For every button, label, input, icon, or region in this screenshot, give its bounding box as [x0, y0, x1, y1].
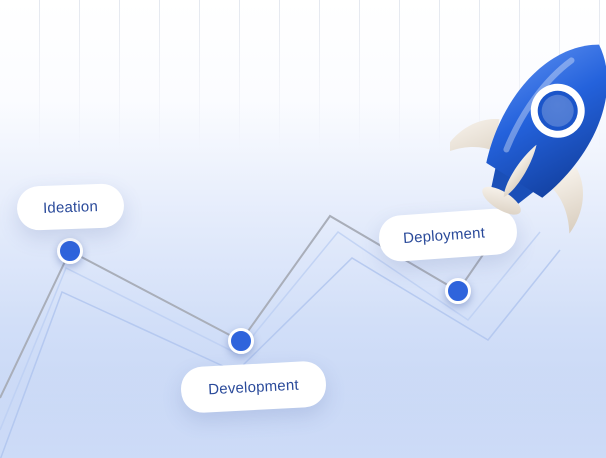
milestone-node-development: [228, 328, 254, 354]
milestone-node-ideation: [57, 238, 83, 264]
milestone-label-ideation: Ideation: [16, 183, 125, 231]
milestone-label-development: Development: [179, 360, 328, 414]
rocket-icon: [450, 44, 606, 234]
ideation-text: Ideation: [42, 197, 99, 217]
development-text: Development: [207, 376, 300, 398]
timeline-shadow-line-inner: [0, 230, 541, 431]
milestone-node-deployment: [445, 278, 471, 304]
timeline-shadow-line-outer: [0, 249, 561, 458]
